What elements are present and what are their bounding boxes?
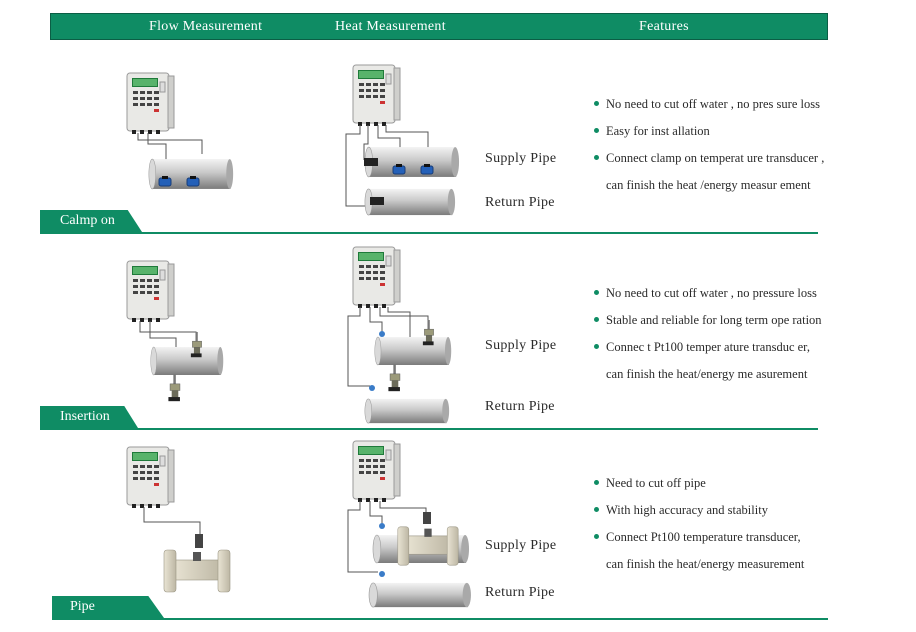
list-item: Need to cut off pipe	[592, 475, 804, 502]
bullet-icon	[594, 344, 599, 349]
bullet-icon	[594, 101, 599, 106]
bullet-icon	[594, 534, 599, 539]
list-item: Stable and reliable for long term ope ra…	[592, 312, 822, 339]
list-item: Easy for inst allation	[592, 123, 824, 150]
bullet-icon	[594, 480, 599, 485]
return-pipe-label: Return Pipe	[485, 399, 555, 414]
section-tag-clamp-on: Calmp on	[40, 210, 142, 232]
bullet-icon	[594, 290, 599, 295]
supply-pipe-label: Supply Pipe	[485, 338, 557, 353]
header-flow-measurement: Flow Measurement	[149, 19, 263, 34]
section-insertion: Supply Pipe Return Pipe No need to cut o…	[0, 240, 916, 432]
clamp-on-heat-illustration	[345, 64, 460, 216]
table-header: Flow Measurement Heat Measurement Featur…	[50, 13, 828, 40]
header-heat-measurement: Heat Measurement	[335, 19, 446, 34]
pipe-features-list: Need to cut off pipe With high accuracy …	[592, 475, 804, 583]
list-item: can finish the heat/energy measurement	[606, 557, 805, 571]
list-item: No need to cut off water , no pressure l…	[592, 285, 822, 312]
section-divider	[40, 232, 818, 234]
pipe-heat-illustration	[347, 440, 472, 608]
header-features: Features	[639, 19, 689, 34]
bullet-icon	[594, 317, 599, 322]
return-pipe-label: Return Pipe	[485, 195, 555, 210]
section-pipe: Supply Pipe Return Pipe Need to cut off …	[0, 436, 916, 626]
list-item: Connec t Pt100 temper ature transduc er,	[592, 339, 822, 366]
list-item: Connect clamp on temperat ure transducer…	[592, 150, 824, 177]
list-item: No need to cut off water , no pres sure …	[592, 96, 824, 123]
supply-pipe-label: Supply Pipe	[485, 151, 557, 166]
section-tag-pipe: Pipe	[52, 596, 164, 618]
section-clamp-on: Supply Pipe Return Pipe No need to cut o…	[0, 50, 916, 238]
section-divider	[52, 618, 828, 620]
section-tag-insertion: Insertion	[40, 406, 138, 428]
bullet-icon	[594, 128, 599, 133]
clamp-on-features-list: No need to cut off water , no pres sure …	[592, 96, 824, 204]
section-divider	[40, 428, 818, 430]
list-item: Connect Pt100 temperature transducer,	[592, 529, 804, 556]
return-pipe-label: Return Pipe	[485, 585, 555, 600]
clamp-on-flow-illustration	[126, 72, 234, 190]
pipe-flow-illustration	[126, 446, 231, 593]
insertion-flow-illustration	[126, 260, 224, 402]
list-item: With high accuracy and stability	[592, 502, 804, 529]
bullet-icon	[594, 155, 599, 160]
insertion-features-list: No need to cut off water , no pressure l…	[592, 285, 822, 393]
insertion-heat-illustration	[347, 246, 452, 424]
bullet-icon	[594, 507, 599, 512]
supply-pipe-label: Supply Pipe	[485, 538, 557, 553]
list-item: can finish the heat /energy measur ement	[606, 178, 811, 192]
list-item: can finish the heat/energy me asurement	[606, 367, 808, 381]
